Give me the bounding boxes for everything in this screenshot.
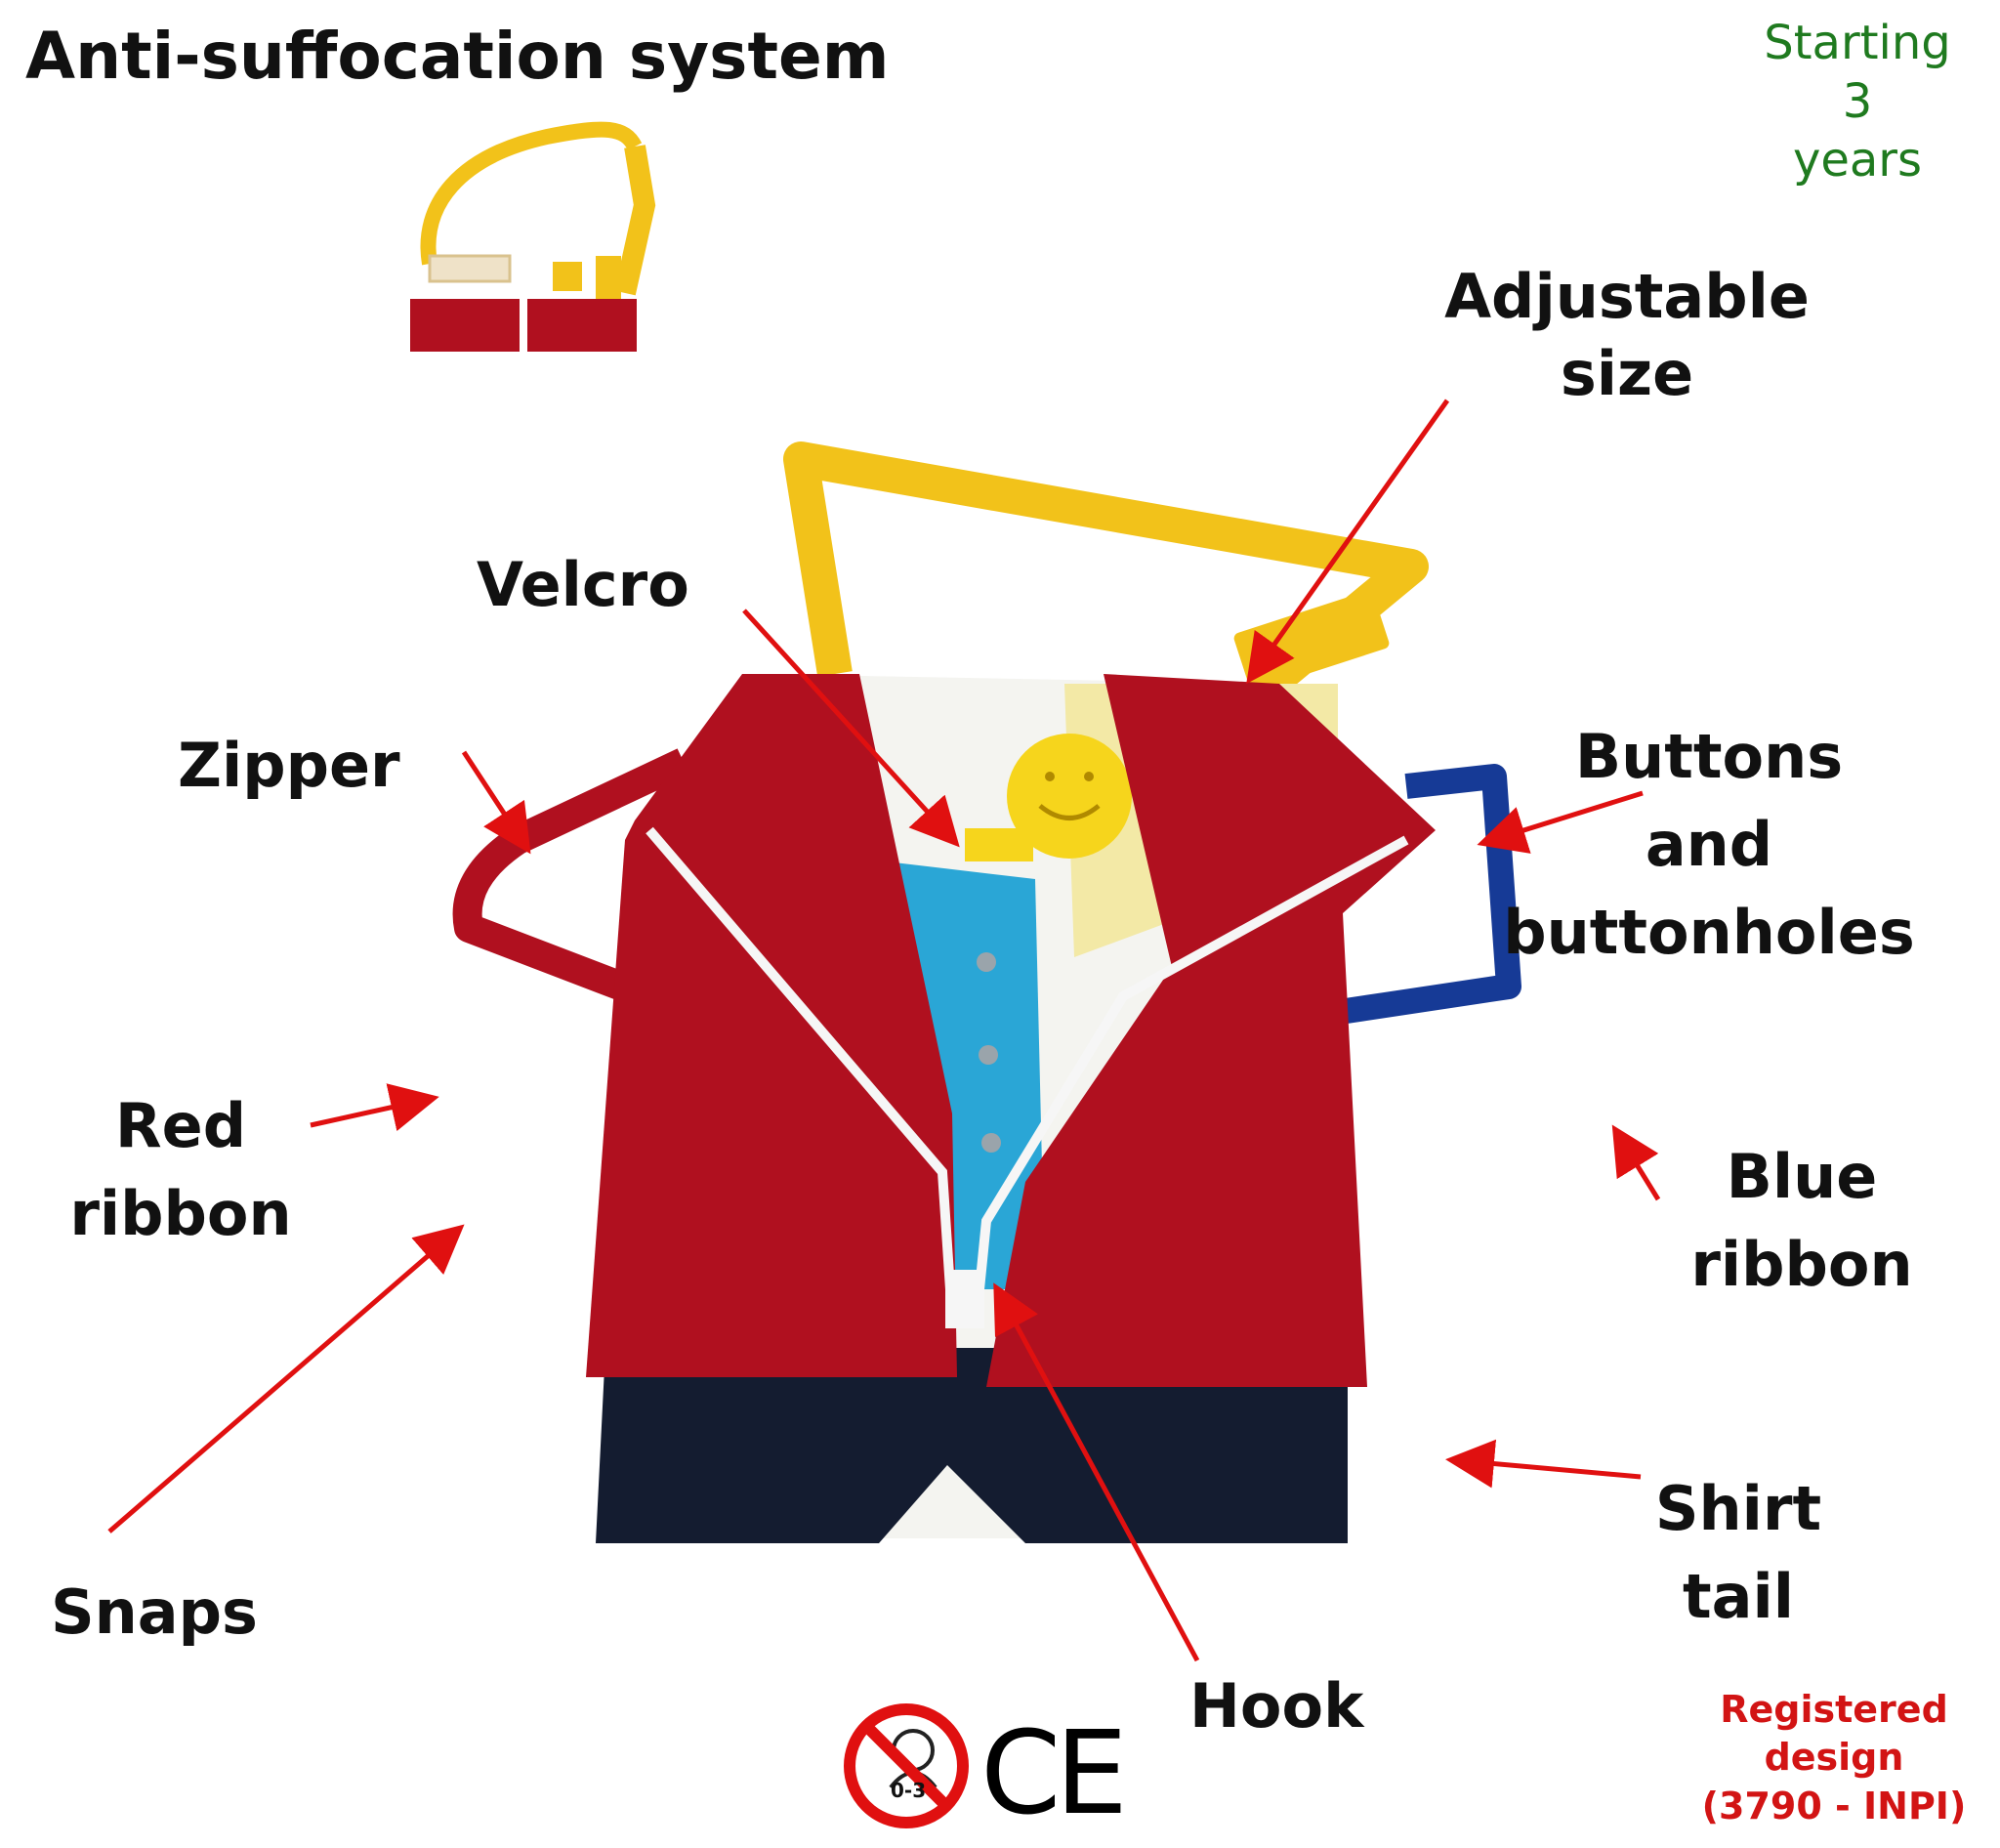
label-hook: Hook <box>1189 1670 1364 1742</box>
label-buttons-and-buttonholes: Buttons and buttonholes <box>1484 713 1934 977</box>
label-zipper: Zipper <box>178 730 400 801</box>
label-shirt-tail-line-1: Shirt <box>1654 1473 1822 1544</box>
activity-vest-image <box>452 441 1521 1543</box>
label-buttons-line-1: Buttons <box>1574 721 1844 792</box>
arrow-red-ribbon <box>310 1083 439 1132</box>
label-blue-ribbon: Blue ribbon <box>1660 1133 1943 1309</box>
arrow-velcro <box>742 609 960 848</box>
age-line-1: Starting <box>1764 16 1951 70</box>
label-adjustable-line-1: Adjustable <box>1444 261 1810 332</box>
no-under-3-text: 0-3 <box>891 1779 926 1802</box>
arrow-blue-ribbon <box>1611 1124 1661 1201</box>
label-red-ribbon-line-2: ribbon <box>69 1177 292 1249</box>
annotation-arrows <box>107 399 1661 1662</box>
arrow-buttons <box>1477 790 1644 854</box>
strap-detail-image <box>410 121 656 352</box>
registered-line-2: design <box>1764 1736 1904 1780</box>
ce-mark: CE <box>980 1705 1122 1840</box>
label-adjustable-size: Adjustable size <box>1432 259 1822 412</box>
arrow-snaps <box>107 1224 465 1533</box>
label-buttons-line-3: buttonholes <box>1503 896 1915 968</box>
label-red-ribbon: Red ribbon <box>39 1082 322 1258</box>
label-buttons-line-2: and <box>1645 808 1773 880</box>
label-shirt-tail-line-2: tail <box>1683 1560 1794 1632</box>
arrow-zipper <box>461 750 531 855</box>
age-line-2: 3 <box>1842 74 1873 129</box>
label-snaps: Snaps <box>51 1576 258 1648</box>
label-velcro: Velcro <box>477 549 689 620</box>
label-adjustable-line-2: size <box>1560 337 1694 409</box>
arrow-shirt-tail <box>1445 1439 1642 1489</box>
age-line-3: years <box>1792 133 1923 188</box>
label-blue-ribbon-line-2: ribbon <box>1690 1228 1913 1300</box>
label-shirt-tail: Shirt tail <box>1602 1465 1875 1641</box>
page-title: Anti-suffocation system <box>25 19 890 94</box>
label-blue-ribbon-line-1: Blue <box>1726 1141 1878 1212</box>
age-recommendation: Starting 3 years <box>1740 14 1975 189</box>
arrow-adjustable <box>1246 399 1450 685</box>
registered-line-1: Registered <box>1720 1688 1948 1731</box>
registered-line-3: (3790 - INPI) <box>1701 1784 1967 1827</box>
arrow-hook <box>993 1282 1200 1662</box>
label-red-ribbon-line-1: Red <box>114 1090 247 1161</box>
registered-design-note: Registered design (3790 - INPI) <box>1688 1686 1980 1830</box>
no-under-3-icon: 0-3 <box>844 1703 969 1828</box>
